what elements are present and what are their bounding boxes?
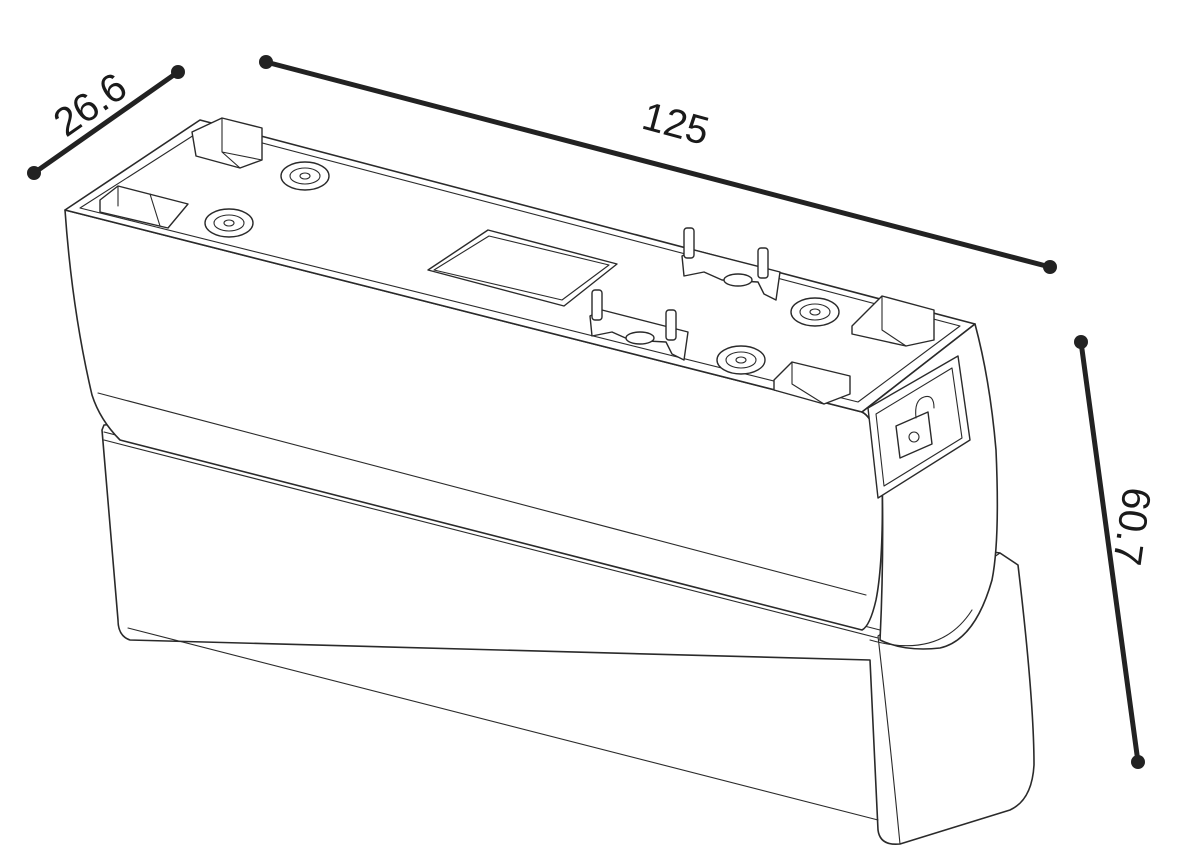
dimension-height-label: 60.7 (1104, 485, 1158, 568)
screw-head-icon (716, 345, 766, 375)
contact-pin-icon (681, 227, 781, 301)
upper-top-rim (79, 127, 961, 403)
contact-pin-icon (589, 289, 689, 361)
lock-panel-inner (875, 367, 963, 487)
dimension-length-label: 125 (638, 94, 714, 154)
screw-head-icon (790, 297, 840, 327)
top-face-details (99, 117, 935, 405)
lock-panel (867, 355, 971, 499)
unlocked-padlock-icon (895, 395, 935, 459)
upper-band-line (97, 392, 867, 596)
dimension-height: 60.7 (1074, 335, 1159, 769)
clip-front-left (99, 185, 189, 229)
lower-bottom-edge (127, 627, 879, 821)
upper-right-end-inner (869, 609, 973, 647)
screw-head-icon (280, 161, 330, 191)
label-window (427, 229, 618, 307)
screw-head-icon (204, 208, 254, 238)
